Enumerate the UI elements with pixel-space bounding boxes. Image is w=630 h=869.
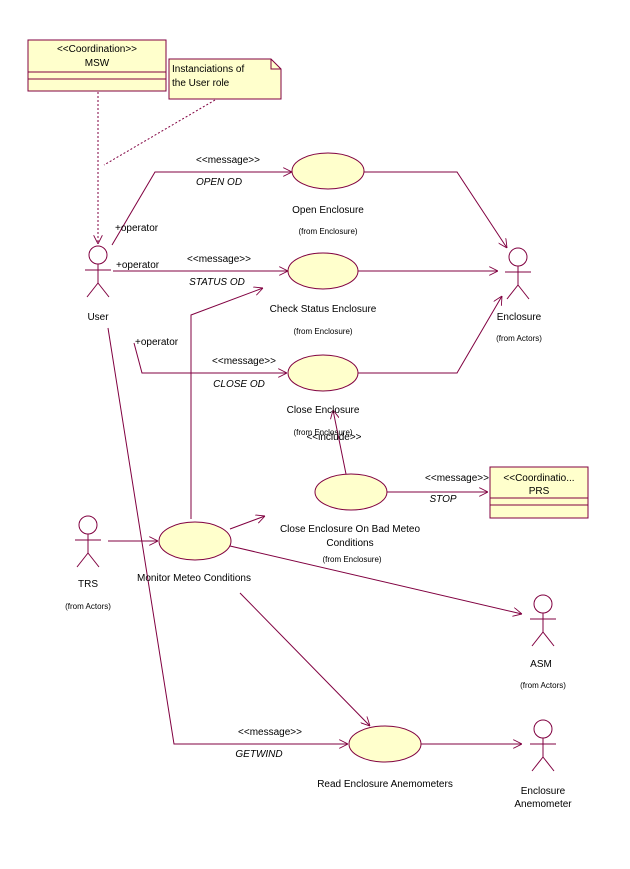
monitor-anemo-edge [239,592,370,726]
user-close-edge [133,342,287,373]
usecase-close-bad-meteo[interactable]: Close Enclosure On Bad Meteo Conditions … [280,473,421,564]
include-edge [333,410,347,475]
prs-name: PRS [529,486,550,497]
usecase-monitor-name: Monitor Meteo Conditions [137,573,251,584]
actor-user[interactable]: User [85,245,111,323]
actor-enclosure[interactable]: Enclosure (from Actors) [496,247,542,343]
actor-trs-from: (from Actors) [65,602,111,611]
stop-stereotype: <<message>> [425,473,489,484]
note-line-1: Instanciations of [172,64,244,75]
note-line-2: the User role [172,78,230,89]
usecase-status-from: (from Enclosure) [293,327,352,336]
user-open-stereotype: <<message>> [196,155,260,166]
actor-anemometer-name-1: Enclosure [521,786,566,797]
prs-stereotype: <<Coordinatio... [503,473,574,484]
user-open-role: +operator [115,223,159,234]
user-status-stereotype: <<message>> [187,254,251,265]
msw-class[interactable]: <<Coordination>> MSW [27,39,167,92]
user-close-stereotype: <<message>> [212,356,276,367]
user-anemo-edge [107,327,348,744]
actor-anemometer-name-2: Anemometer [514,799,572,810]
usecase-badmeteo-from: (from Enclosure) [322,555,381,564]
user-status-role: +operator [116,260,160,271]
actor-enclosure-name: Enclosure [497,312,542,323]
usecase-badmeteo-name-1: Close Enclosure On Bad Meteo [280,524,421,535]
msw-stereotype: <<Coordination>> [57,44,137,55]
monitor-status-edge [190,288,263,519]
actor-asm-from: (from Actors) [520,681,566,690]
actor-user-name: User [87,312,109,323]
usecase-anemo-name: Read Enclosure Anemometers [317,779,453,790]
user-open-edge [111,172,292,246]
usecase-open-name: Open Enclosure [292,205,364,216]
user-close-role: +operator [135,337,179,348]
usecase-status-name: Check Status Enclosure [270,304,377,315]
actor-enclosure-from: (from Actors) [496,334,542,343]
actor-asm-name: ASM [530,659,552,670]
usecase-monitor-meteo[interactable]: Monitor Meteo Conditions [137,521,251,584]
actor-enclosure-anemometer[interactable]: Enclosure Anemometer [514,719,572,810]
usecase-badmeteo-name-2: Conditions [326,538,373,549]
usecase-close-from: (from Enclosure) [293,428,352,437]
monitor-asm-edge [229,545,522,614]
edge-labels: +operator <<message>> OPEN OD +operator … [115,155,489,760]
note-to-user-anchor [103,99,216,166]
usecase-check-status[interactable]: Check Status Enclosure (from Enclosure) [270,252,377,336]
user-close-message: CLOSE OD [213,379,265,390]
usecase-close-enclosure[interactable]: Close Enclosure (from Enclosure) [287,354,360,437]
prs-class[interactable]: <<Coordinatio... PRS [489,466,589,519]
usecase-read-anemometers[interactable]: Read Enclosure Anemometers [317,725,453,790]
open-enclosure-edge [364,171,507,248]
user-status-message: STATUS OD [189,277,245,288]
usecase-open-enclosure[interactable]: Open Enclosure (from Enclosure) [291,152,365,236]
usecase-open-from: (from Enclosure) [298,227,357,236]
actor-trs[interactable]: TRS (from Actors) [65,515,111,611]
user-open-message: OPEN OD [196,177,242,188]
actor-asm[interactable]: ASM (from Actors) [520,594,566,690]
close-enclosure-edge [358,296,502,374]
include-stereotype: <<include>> [306,432,361,443]
msw-name: MSW [85,58,110,69]
monitor-badmeteo-edge [229,516,265,530]
connectors [98,92,522,744]
note[interactable]: Instanciations of the User role [168,58,282,100]
actor-trs-name: TRS [78,579,98,590]
usecase-close-name: Close Enclosure [287,405,360,416]
getwind-stereotype: <<message>> [238,727,302,738]
stop-message: STOP [429,494,456,505]
getwind-message: GETWIND [235,749,282,760]
